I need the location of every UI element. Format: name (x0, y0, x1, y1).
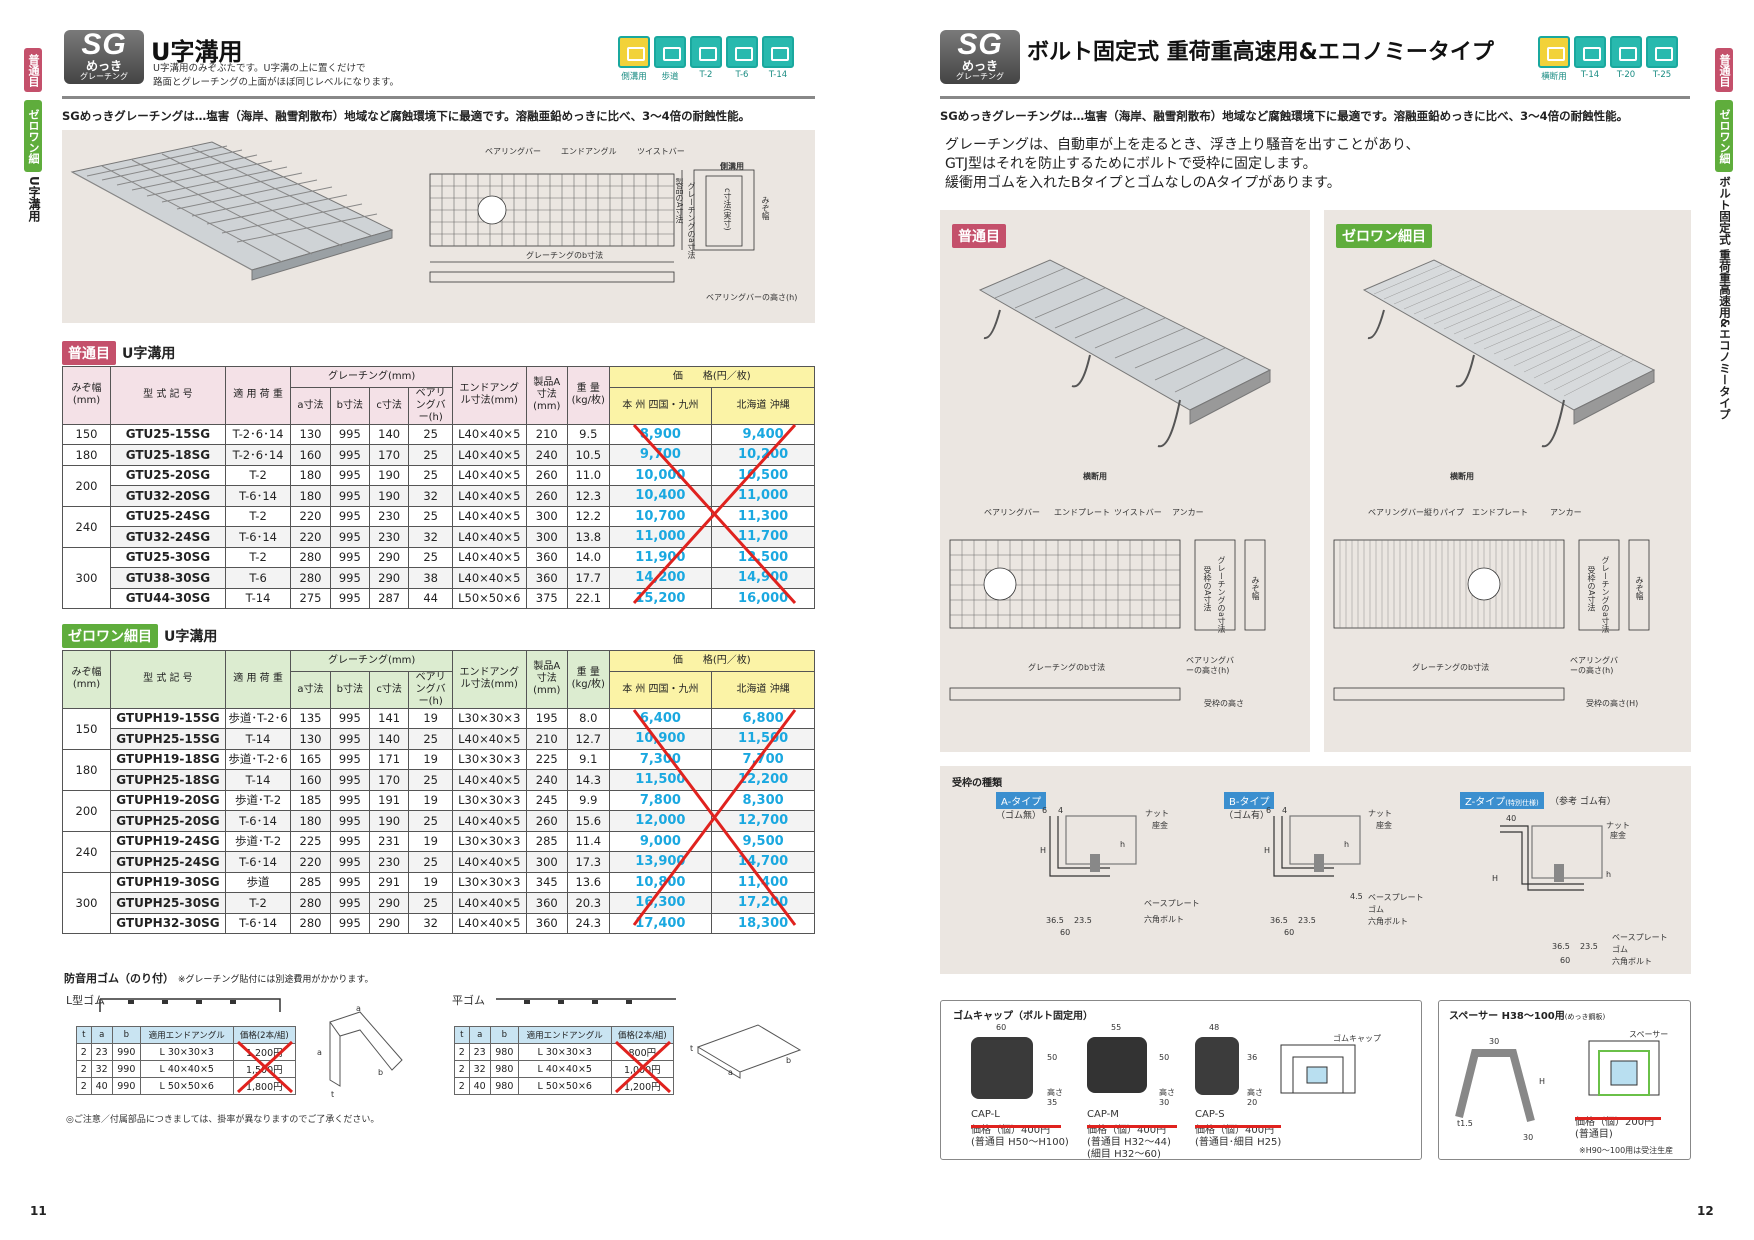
plan-diagram (429, 169, 755, 283)
frame-sections (1049, 815, 1603, 891)
side-text: U字溝用 (27, 176, 41, 222)
side-tab-standard[interactable]: 普通目 (24, 48, 42, 92)
type-a-tag[interactable]: A-タイプ (996, 792, 1047, 809)
cap-l-price-strike (971, 1125, 1061, 1128)
right-page: 普通目 ゼロワン細目 ボルト固定式 重荷重高速用&エコノミータイプ SG めっき… (877, 0, 1754, 1240)
col-load: 適 用 荷 重 (224, 650, 292, 709)
cap-m-price-strike (1087, 1125, 1177, 1128)
frame-types-panel: 受枠の種類 A-タイプ （ゴム無） B-タイプ （ゴム有） Z-タイプ(特別仕様… (940, 766, 1691, 974)
rubber-section-drawings (99, 998, 802, 1087)
col-end: エンドアングル寸法(mm) (452, 650, 527, 709)
load-icons: 側溝用 歩道 T-2 T-6 T-14 (618, 36, 794, 82)
rubber-title: 防音用ゴム（のり付） ※グレーチング貼付には別途費用がかかります。 (64, 972, 374, 985)
crossing-icon: 横断用 (1538, 36, 1570, 82)
col-A: 製品A寸法(mm) (525, 650, 569, 709)
cap-s-icon (1195, 1037, 1239, 1095)
col-model: 型 式 記 号 (110, 650, 226, 709)
side-text: ボルト固定式 重荷重高速用&エコノミータイプ (1718, 176, 1732, 421)
col-price: 価 格(円／枚) (608, 366, 816, 388)
side-tab-fine[interactable]: ゼロワン細目 (9, 100, 42, 172)
type-b-tag[interactable]: B-タイプ (1224, 792, 1275, 809)
header-rule (940, 96, 1690, 99)
grating-illustration (70, 141, 755, 283)
intro-text: グレーチングは、自動車が上を走るとき、浮き上り騒音を出すことがあり、 GTJ型は… (945, 137, 1420, 191)
t14-icon: T-14 (1574, 36, 1606, 82)
col-A: 製品A寸法(mm) (525, 366, 569, 425)
col-price: 価 格(円／枚) (608, 650, 816, 672)
fine-illustration (1333, 259, 1656, 701)
spacer-title: スペーサー H38〜100用(めっき鋼板) (1449, 1011, 1606, 1022)
table2-heading: ゼロワン細目 U字溝用 (62, 624, 217, 648)
product-image-panel: ベアリングバー エンドアングル ツイストバー 側溝用 グレーチングのb寸法 製品… (62, 130, 815, 323)
heavy-truck-icon: T-14 (762, 36, 794, 82)
spacer-price-strike (1575, 1117, 1661, 1120)
load-icons: 横断用 T-14 T-20 T-25 (1538, 36, 1678, 82)
page-title: U字溝用 (151, 38, 243, 66)
page-title: ボルト固定式 重荷重高速用&エコノミータイプ (1027, 40, 1494, 65)
spacer-box: スペーサー H38〜100用(めっき鋼板) スペーサー 30 H t1.5 30… (1438, 1000, 1691, 1160)
col-end: エンドアングル寸法(mm) (452, 366, 527, 425)
page-number: 12 (1697, 1204, 1714, 1218)
side-ditch-icon: 側溝用 (618, 36, 650, 82)
side-tab-standard[interactable]: 普通目 (1715, 48, 1733, 92)
left-page: 普通目 ゼロワン細目 U字溝用 SG めっき グレーチング U字溝用 U字溝用の… (9, 30, 816, 1218)
caution-note: ◎ご注意／付属部品につきましては、掛率が異なりますのでご了承ください。 (66, 1115, 380, 1125)
truck-icon: T-6 (726, 36, 758, 82)
cap-m-icon (1087, 1037, 1147, 1093)
fine-panel: ゼロワン細目 (1324, 210, 1691, 752)
cap-s-name: CAP-S (1195, 1109, 1225, 1120)
col-width: みぞ幅(mm) (61, 366, 112, 425)
standard-illustration (949, 259, 1272, 701)
lead-text: SGめっきグレーチングは…塩害（海岸、融雪剤散布）地域など腐蝕環境下に最適です。… (940, 109, 1629, 123)
col-width: みぞ幅(mm) (61, 650, 112, 709)
crossing-arrow-icon: 横断用 (1083, 472, 1107, 481)
side-tab-fine[interactable]: ゼロワン細目 (1700, 100, 1733, 172)
t25-icon: T-25 (1646, 36, 1678, 82)
page-number: 11 (30, 1204, 47, 1218)
crossing-arrow-icon: 横断用 (1450, 472, 1474, 481)
side-use-icon: 側溝用 (720, 162, 744, 171)
standard-panel: 普通目 (940, 210, 1310, 752)
spacer-drawings (1455, 1040, 1660, 1123)
cap-l-icon (971, 1037, 1033, 1099)
header-rule (62, 96, 815, 99)
cap-s-price-strike (1195, 1125, 1281, 1128)
sg-badge: SG めっき グレーチング (940, 30, 1020, 84)
spacer-icon (1455, 1049, 1535, 1123)
page-subtitle: U字溝用のみぞぶたです。U字溝の上に置くだけで 路面とグレーチングの上面がほぼ同… (153, 63, 400, 88)
col-weight: 重 量(kg/枚) (567, 366, 610, 425)
t20-icon: T-20 (1610, 36, 1642, 82)
rubber-caps-box: ゴムキャップ（ボルト固定用） 60 50 高さ 35 55 50 高さ 30 4… (940, 1000, 1422, 1160)
lead-text: SGめっきグレーチングは…塩害（海岸、融雪剤散布）地域など腐蝕環境下に最適です。… (62, 109, 751, 123)
sg-badge: SG めっき グレーチング (64, 30, 144, 84)
caps-drawings (971, 1037, 1356, 1099)
car-icon: T-2 (690, 36, 722, 82)
cap-m-name: CAP-M (1087, 1109, 1119, 1120)
col-model: 型 式 記 号 (110, 366, 226, 425)
pedestrian-icon: 歩道 (654, 36, 686, 82)
cap-l-name: CAP-L (971, 1109, 1000, 1120)
type-z-tag[interactable]: Z-タイプ(特別仕様) (1460, 792, 1544, 809)
table1-heading: 普通目 U字溝用 (62, 341, 175, 365)
grating-photo (70, 141, 394, 281)
